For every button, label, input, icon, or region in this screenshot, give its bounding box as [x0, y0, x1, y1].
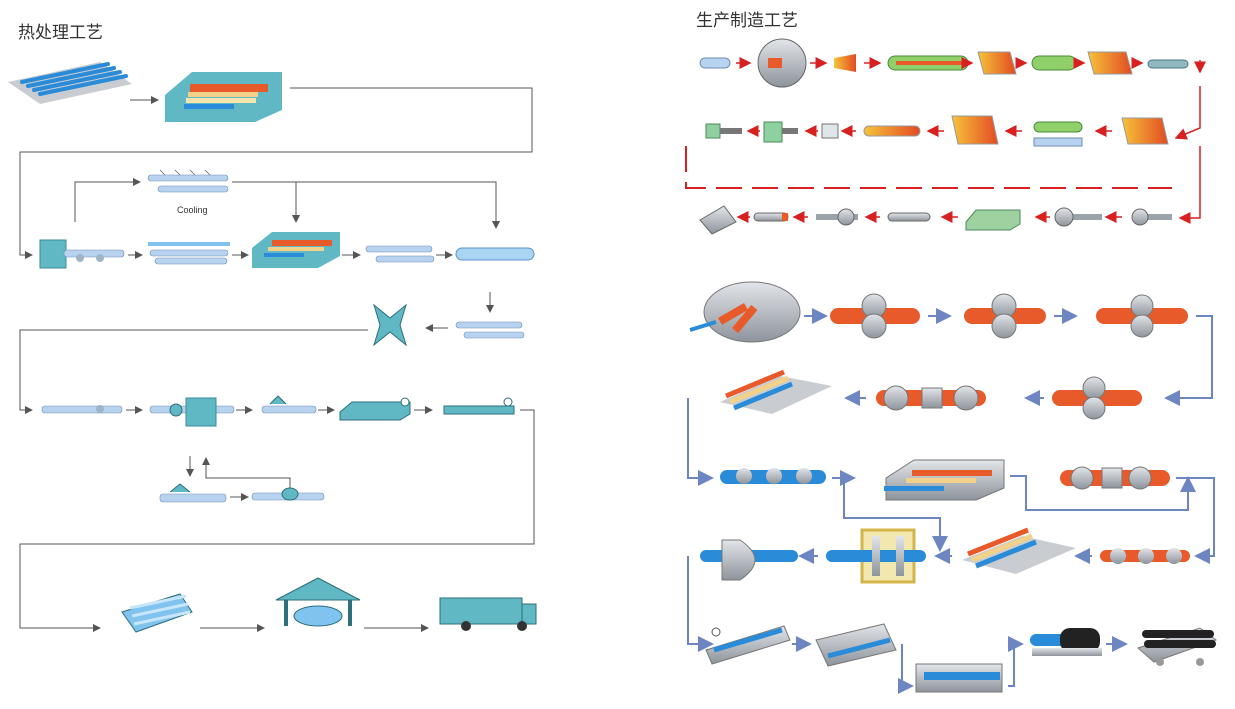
hydrotest-machine-icon	[763, 121, 798, 143]
pointing-machine-icon	[700, 539, 798, 581]
drift-test-icon	[965, 209, 1021, 231]
rotary-hearth-furnace-icon	[689, 281, 801, 343]
finished-pipe-rack-icon	[1137, 627, 1218, 666]
cooling-rack-icon	[962, 527, 1076, 574]
coupling-tool-icon	[1054, 207, 1102, 227]
piercing-icon	[834, 54, 856, 72]
sizing-mill-icon	[1031, 55, 1077, 71]
straightening-rolls-icon	[863, 125, 921, 137]
induction-coil-icon	[1033, 121, 1083, 147]
tempering-plate-icon	[951, 115, 999, 145]
tester-box-icon	[821, 123, 839, 139]
threading-machine-icon	[443, 397, 515, 415]
inspection-pipes-icon	[455, 321, 525, 339]
sizing-press-icon	[915, 663, 1003, 693]
bundled-pipes-icon	[699, 205, 737, 235]
rotary-heating-furnace-icon	[757, 38, 807, 88]
marked-pipe-icon	[753, 212, 789, 222]
cooling-pipes-icon	[147, 169, 229, 193]
quench-press-icon	[39, 239, 125, 269]
plug-mill-icon	[1096, 294, 1188, 338]
pipe-end-icon	[887, 212, 931, 222]
hydro-test-icon	[261, 395, 317, 414]
cooling-bed-rolls-icon	[1147, 59, 1189, 69]
left-panel-title: 热处理工艺	[18, 23, 103, 43]
ultrasonic-pipe-icon	[41, 405, 123, 414]
truck-icon	[439, 597, 537, 631]
coating-line-icon	[1030, 628, 1102, 656]
angled-table-icon	[815, 623, 897, 667]
heating-furnace-icon	[165, 72, 282, 122]
sizing-stand-icon	[876, 385, 986, 411]
heat-treatment-furnace-icon	[884, 459, 1005, 501]
threading-unit-icon	[705, 123, 742, 139]
hot-plate-icon	[977, 51, 1017, 75]
straightener-rolls-icon	[455, 247, 535, 261]
coupled-pipe-icon	[251, 487, 325, 501]
cooling-plate-icon	[1087, 51, 1133, 75]
quench-plate-icon	[1121, 117, 1169, 145]
piercing-mill-icon	[830, 293, 920, 339]
water-quench-icon	[148, 242, 230, 265]
sizing-machine-icon	[339, 397, 411, 421]
eddy-current-tester-icon	[149, 397, 235, 427]
cooling-label: Cooling	[177, 205, 208, 215]
inspection-bench-icon	[705, 625, 791, 665]
cold-drawing-icon	[826, 528, 926, 584]
pipe-bundle-icon	[8, 62, 132, 104]
round-billet-icon	[699, 57, 731, 69]
elongating-mill-icon	[964, 293, 1046, 339]
rolling-mill-icon	[887, 55, 969, 71]
coupling-screw-icon	[1131, 208, 1172, 226]
protector-icon	[816, 208, 858, 226]
cooling-table-icon	[720, 369, 832, 414]
tempering-furnace-icon	[252, 232, 340, 268]
clamp-tool-icon	[373, 303, 407, 347]
coupling-pipe-icon	[159, 483, 227, 503]
reeling-mill-icon	[1052, 376, 1142, 420]
warehouse-icon	[275, 577, 361, 627]
stretch-reducer-icon	[1060, 466, 1170, 490]
cooling-bed-icon	[365, 245, 435, 263]
finishing-rolls-icon	[1100, 548, 1190, 564]
pipe-stack-icon	[121, 593, 193, 633]
straightening-roll-icon	[720, 468, 826, 484]
right-panel-title: 生产制造工艺	[696, 11, 798, 31]
